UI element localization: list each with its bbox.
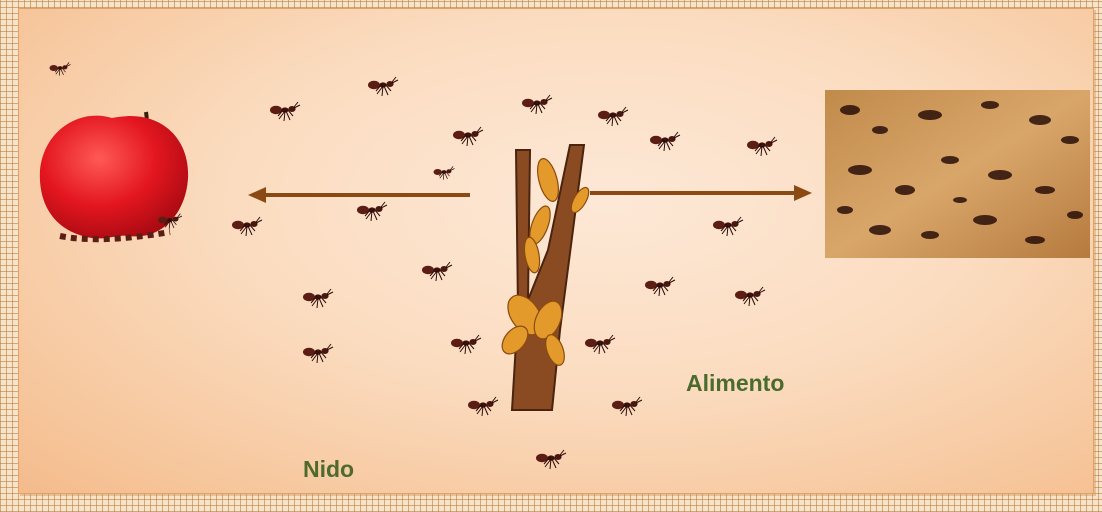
arrow-left [248, 187, 470, 203]
food-photo [825, 90, 1090, 258]
branch-icon [497, 145, 592, 410]
arrow-right [590, 185, 812, 201]
food-label: Alimento [686, 370, 784, 397]
nest-label: Nido [303, 456, 354, 483]
